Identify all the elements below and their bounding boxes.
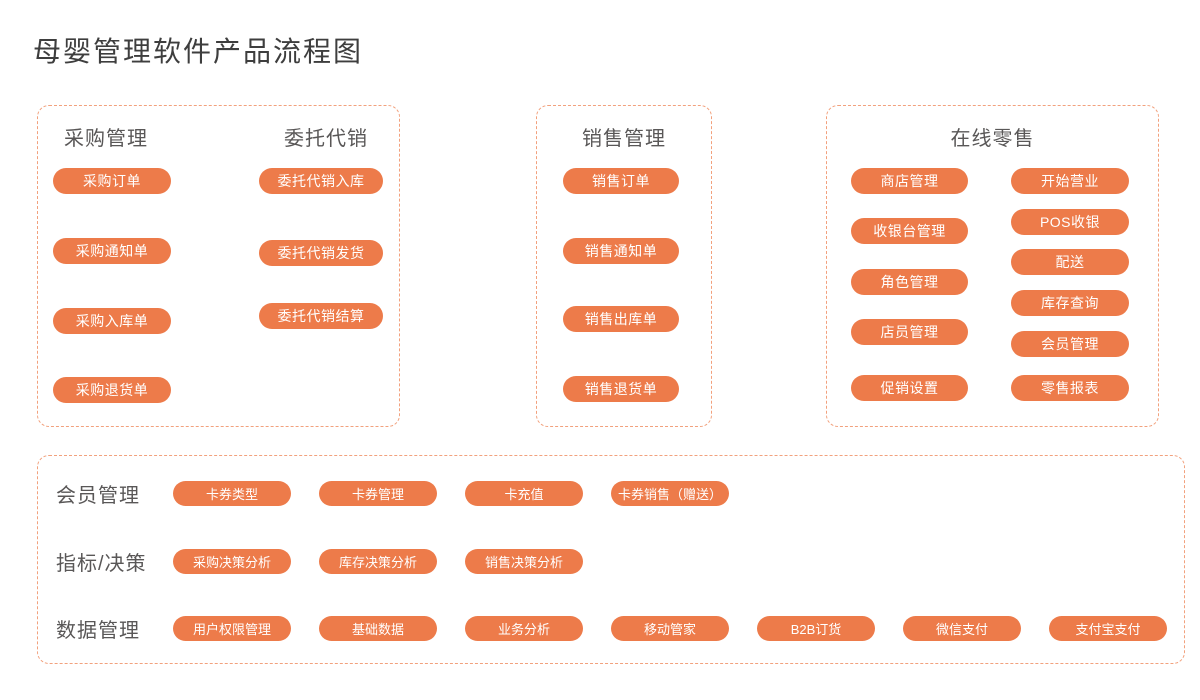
node-card-recharge: 卡充值 <box>465 480 583 506</box>
node-sales-decision-analysis: 销售决策分析 <box>465 548 583 574</box>
node-card-management: 卡券管理 <box>319 480 437 506</box>
node-business-analysis: 业务分析 <box>465 615 583 641</box>
section-title-online-retail: 在线零售 <box>950 128 1035 150</box>
node-consignment-inbound: 委托代销入库 <box>259 168 383 194</box>
node-user-permission: 用户权限管理 <box>173 615 291 641</box>
node-purchase-decision-analysis: 采购决策分析 <box>173 548 291 574</box>
node-consignment-shipment: 委托代销发货 <box>259 240 383 266</box>
node-mobile-manager: 移动管家 <box>611 615 729 641</box>
node-open-business: 开始营业 <box>1011 168 1129 194</box>
node-card-sales-gift: 卡券销售（赠送） <box>611 480 729 506</box>
node-inventory-query: 库存查询 <box>1011 290 1129 316</box>
row-data-management: 数据管理 用户权限管理 基础数据 业务分析 移动管家 B2B订货 微信支付 支付… <box>56 615 1167 642</box>
node-purchase-return: 采购退货单 <box>53 377 171 403</box>
row-label-kpi: 指标/决策 <box>56 552 147 575</box>
node-role-management: 角色管理 <box>851 269 968 295</box>
node-basic-data: 基础数据 <box>319 615 437 641</box>
node-retail-reports: 零售报表 <box>1011 375 1129 401</box>
node-sales-order: 销售订单 <box>563 168 679 194</box>
section-title-purchase: 采购管理 <box>64 128 148 150</box>
node-purchase-notice: 采购通知单 <box>53 238 171 264</box>
row-label-data: 数据管理 <box>56 619 140 642</box>
section-title-sales: 销售管理 <box>582 128 666 150</box>
node-pos-cashier: POS收银 <box>1011 209 1129 235</box>
node-sales-outbound: 销售出库单 <box>563 306 679 332</box>
node-inventory-decision-analysis: 库存决策分析 <box>319 548 437 574</box>
row-label-member: 会员管理 <box>56 484 140 507</box>
node-wechat-pay: 微信支付 <box>903 615 1021 641</box>
row-member-management: 会员管理 卡券类型 卡券管理 卡充值 卡券销售（赠送） <box>56 480 729 507</box>
node-consignment-settlement: 委托代销结算 <box>259 303 383 329</box>
node-card-type: 卡券类型 <box>173 480 291 506</box>
panel-online-retail: 在线零售 商店管理 收银台管理 角色管理 店员管理 促销设置 开始营业 POS收… <box>826 105 1159 427</box>
node-purchase-order: 采购订单 <box>53 168 171 194</box>
node-sales-notice: 销售通知单 <box>563 238 679 264</box>
panel-bottom: 会员管理 卡券类型 卡券管理 卡充值 卡券销售（赠送） 指标/决策 采购决策分析… <box>37 455 1185 664</box>
node-b2b-ordering: B2B订货 <box>757 615 875 641</box>
row-kpi-decision: 指标/决策 采购决策分析 库存决策分析 销售决策分析 <box>56 548 583 575</box>
section-title-consignment: 委托代销 <box>284 128 368 150</box>
page-title: 母婴管理软件产品流程图 <box>33 36 364 67</box>
node-alipay-pay: 支付宝支付 <box>1049 615 1167 641</box>
node-member-management: 会员管理 <box>1011 331 1129 357</box>
node-purchase-inbound: 采购入库单 <box>53 308 171 334</box>
panel-sales: 销售管理 销售订单 销售通知单 销售出库单 销售退货单 <box>536 105 712 427</box>
node-sales-return: 销售退货单 <box>563 376 679 402</box>
panel-purchase-consignment: 采购管理 委托代销 采购订单 采购通知单 采购入库单 采购退货单 委托代销入库 … <box>37 105 400 427</box>
node-cashier-management: 收银台管理 <box>851 218 968 244</box>
node-clerk-management: 店员管理 <box>851 319 968 345</box>
node-store-management: 商店管理 <box>851 168 968 194</box>
node-delivery: 配送 <box>1011 249 1129 275</box>
node-promotion-settings: 促销设置 <box>851 375 968 401</box>
